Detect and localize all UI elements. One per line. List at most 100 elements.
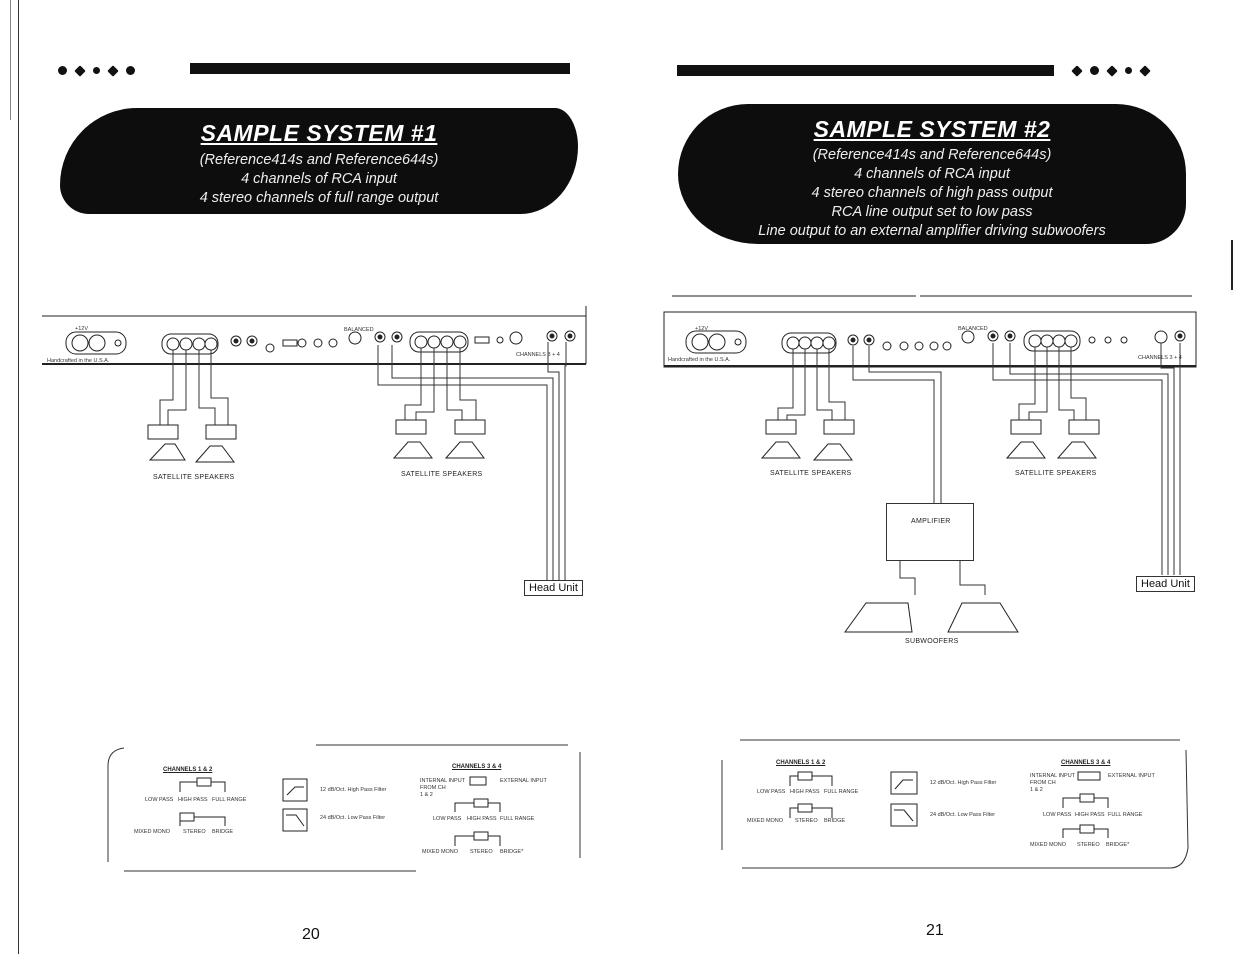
- legend-ch34-high-pass-right: HIGH PASS: [1075, 812, 1105, 818]
- header-bar-left: [190, 63, 570, 74]
- speaker-wires-right-page-b: [1018, 347, 1087, 420]
- decorative-dots-right: [1071, 64, 1151, 77]
- legend-lp-filter-left: 24 dB/Oct. Low Pass Filter: [320, 815, 386, 821]
- power-labels-left: +12V: [75, 326, 88, 332]
- legend-external-input-left: EXTERNAL INPUT: [500, 778, 547, 784]
- banner-line-2: 4 channels of RCA input: [241, 171, 397, 187]
- banner-system-1: SAMPLE SYSTEM #1 (Reference414s and Refe…: [60, 108, 578, 214]
- legend-low-pass-left: LOW PASS: [145, 797, 174, 803]
- legend-bridge-right: BRIDGE: [824, 818, 846, 824]
- legend-from-ch-num-right: 1 & 2: [1030, 787, 1043, 793]
- amplifier-chassis-right: [663, 311, 1197, 368]
- legend-from-ch-right: FROM CH: [1030, 780, 1056, 786]
- banner-line-2: 4 channels of RCA input: [854, 166, 1010, 182]
- banner-line-1: (Reference414s and Reference644s): [199, 152, 439, 168]
- amplifier-label: AMPLIFIER: [911, 518, 951, 525]
- legend-frame-left: [107, 744, 581, 872]
- dot-icon: [1125, 67, 1132, 74]
- legend-ch34-low-pass-right: LOW PASS: [1043, 812, 1072, 818]
- amplifier-box: AMPLIFIER: [886, 503, 974, 561]
- legend-full-range-right: FULL RANGE: [824, 789, 859, 795]
- legend-from-ch-num-left: 1 & 2: [420, 792, 433, 798]
- handcrafted-label-right: Handcrafted in the U.S.A.: [668, 357, 731, 363]
- legend-ch34-high-pass-left: HIGH PASS: [467, 816, 497, 822]
- legend-ch34-mixed-mono-left: MIXED MONO: [422, 849, 459, 855]
- switch-icons-left: [179, 776, 501, 846]
- legend-mixed-mono-left: MIXED MONO: [134, 829, 171, 835]
- satellite-speakers-label-2: SATELLITE SPEAKERS: [401, 471, 483, 478]
- legend-ch34-stereo-right: STEREO: [1077, 842, 1100, 848]
- banner-line-5: Line output to an external amplifier dri…: [758, 223, 1106, 239]
- legend-ch34-bridge-left: BRIDGE*: [500, 849, 524, 855]
- subwoofers-label: SUBWOOFERS: [905, 638, 959, 645]
- switch-icons-right: [789, 771, 1109, 838]
- banner-line-1: (Reference414s and Reference644s): [812, 147, 1052, 163]
- legend-external-input-right: EXTERNAL INPUT: [1108, 773, 1155, 779]
- speakers-right-group: [760, 419, 1100, 461]
- decorative-dots-left: [58, 64, 135, 77]
- dot-icon: [126, 66, 135, 75]
- subwoofers-group: [844, 602, 1019, 633]
- dot-icon: [93, 67, 100, 74]
- satellite-speakers-label-3: SATELLITE SPEAKERS: [770, 470, 852, 477]
- rca-cables-left: [377, 342, 567, 580]
- legend-internal-input-right: INTERNAL INPUT: [1030, 773, 1076, 779]
- balanced-label-left: BALANCED: [344, 327, 374, 333]
- legend-lp-filter-right: 24 dB/Oct. Low Pass Filter: [930, 812, 996, 818]
- speaker-wires-left-pair: [159, 350, 229, 425]
- page-number-left: 20: [302, 926, 320, 943]
- filter-curve-icons-left: [282, 778, 308, 832]
- legend-ch34-title-left: CHANNELS 3 & 4: [452, 764, 502, 770]
- head-unit-box-left: Head Unit: [524, 580, 583, 596]
- legend-ch34-stereo-left: STEREO: [470, 849, 493, 855]
- power-labels-right: +12V: [695, 326, 708, 332]
- page-number-right: 21: [926, 922, 944, 939]
- satellite-speakers-label-1: SATELLITE SPEAKERS: [153, 474, 235, 481]
- speaker-wires-right-page-a: [777, 349, 846, 420]
- dot-icon: [58, 66, 67, 75]
- legend-high-pass-right: HIGH PASS: [790, 789, 820, 795]
- legend-full-range-left: FULL RANGE: [212, 797, 247, 803]
- legend-high-pass-left: HIGH PASS: [178, 797, 208, 803]
- legend-frame-right: [721, 739, 1189, 869]
- legend-ch34-low-pass-left: LOW PASS: [433, 816, 462, 822]
- legend-ch34-mixed-mono-right: MIXED MONO: [1030, 842, 1067, 848]
- banner-line-3: 4 stereo channels of high pass output: [811, 185, 1053, 201]
- legend-hp-filter-left: 12 dB/Oct. High Pass Filter: [320, 787, 387, 793]
- legend-bridge-left: BRIDGE: [212, 829, 234, 835]
- filter-curve-icons-right: [890, 771, 918, 827]
- head-unit-box-right: Head Unit: [1136, 576, 1195, 592]
- subwoofer-wires: [899, 560, 986, 595]
- legend-ch34-title-right: CHANNELS 3 & 4: [1061, 760, 1111, 766]
- page-edge-mark: [10, 0, 11, 120]
- rca-line-out-cables: [852, 346, 942, 503]
- legend-stereo-right: STEREO: [795, 818, 818, 824]
- legend-ch12-title-right: CHANNELS 1 & 2: [776, 760, 826, 766]
- legend-ch34-full-range-right: FULL RANGE: [1108, 812, 1143, 818]
- handcrafted-label-left: Handcrafted in the U.S.A.: [47, 358, 110, 364]
- balanced-label-right: BALANCED: [958, 326, 988, 332]
- legend-low-pass-right: LOW PASS: [757, 789, 786, 795]
- legend-ch34-full-range-left: FULL RANGE: [500, 816, 535, 822]
- page-binding-rule: [18, 0, 19, 954]
- rca-cables-right: [992, 343, 1181, 575]
- banner-title: SAMPLE SYSTEM #1: [200, 120, 438, 146]
- legend-internal-input-left: INTERNAL INPUT: [420, 778, 466, 784]
- speaker-wires-right-pair: [404, 348, 477, 420]
- banner-line-3: 4 stereo channels of full range output: [199, 190, 439, 206]
- legend-ch12-title-left: CHANNELS 1 & 2: [163, 767, 213, 773]
- banner-title: SAMPLE SYSTEM #2: [813, 116, 1051, 142]
- legend-hp-filter-right: 12 dB/Oct. High Pass Filter: [930, 780, 997, 786]
- legend-from-ch-left: FROM CH: [420, 785, 446, 791]
- channels-label-right: CHANNELS 3 + 4: [1138, 355, 1182, 361]
- banner-line-4: RCA line output set to low pass: [831, 204, 1033, 220]
- legend-ch34-bridge-right: BRIDGE*: [1106, 842, 1130, 848]
- page-edge-mark-right: [1231, 240, 1233, 290]
- legend-stereo-left: STEREO: [183, 829, 206, 835]
- header-bar-right: [677, 65, 1054, 76]
- dot-icon: [1090, 66, 1099, 75]
- legend-mixed-mono-right: MIXED MONO: [747, 818, 784, 824]
- banner-system-2: SAMPLE SYSTEM #2 (Reference414s and Refe…: [678, 104, 1186, 244]
